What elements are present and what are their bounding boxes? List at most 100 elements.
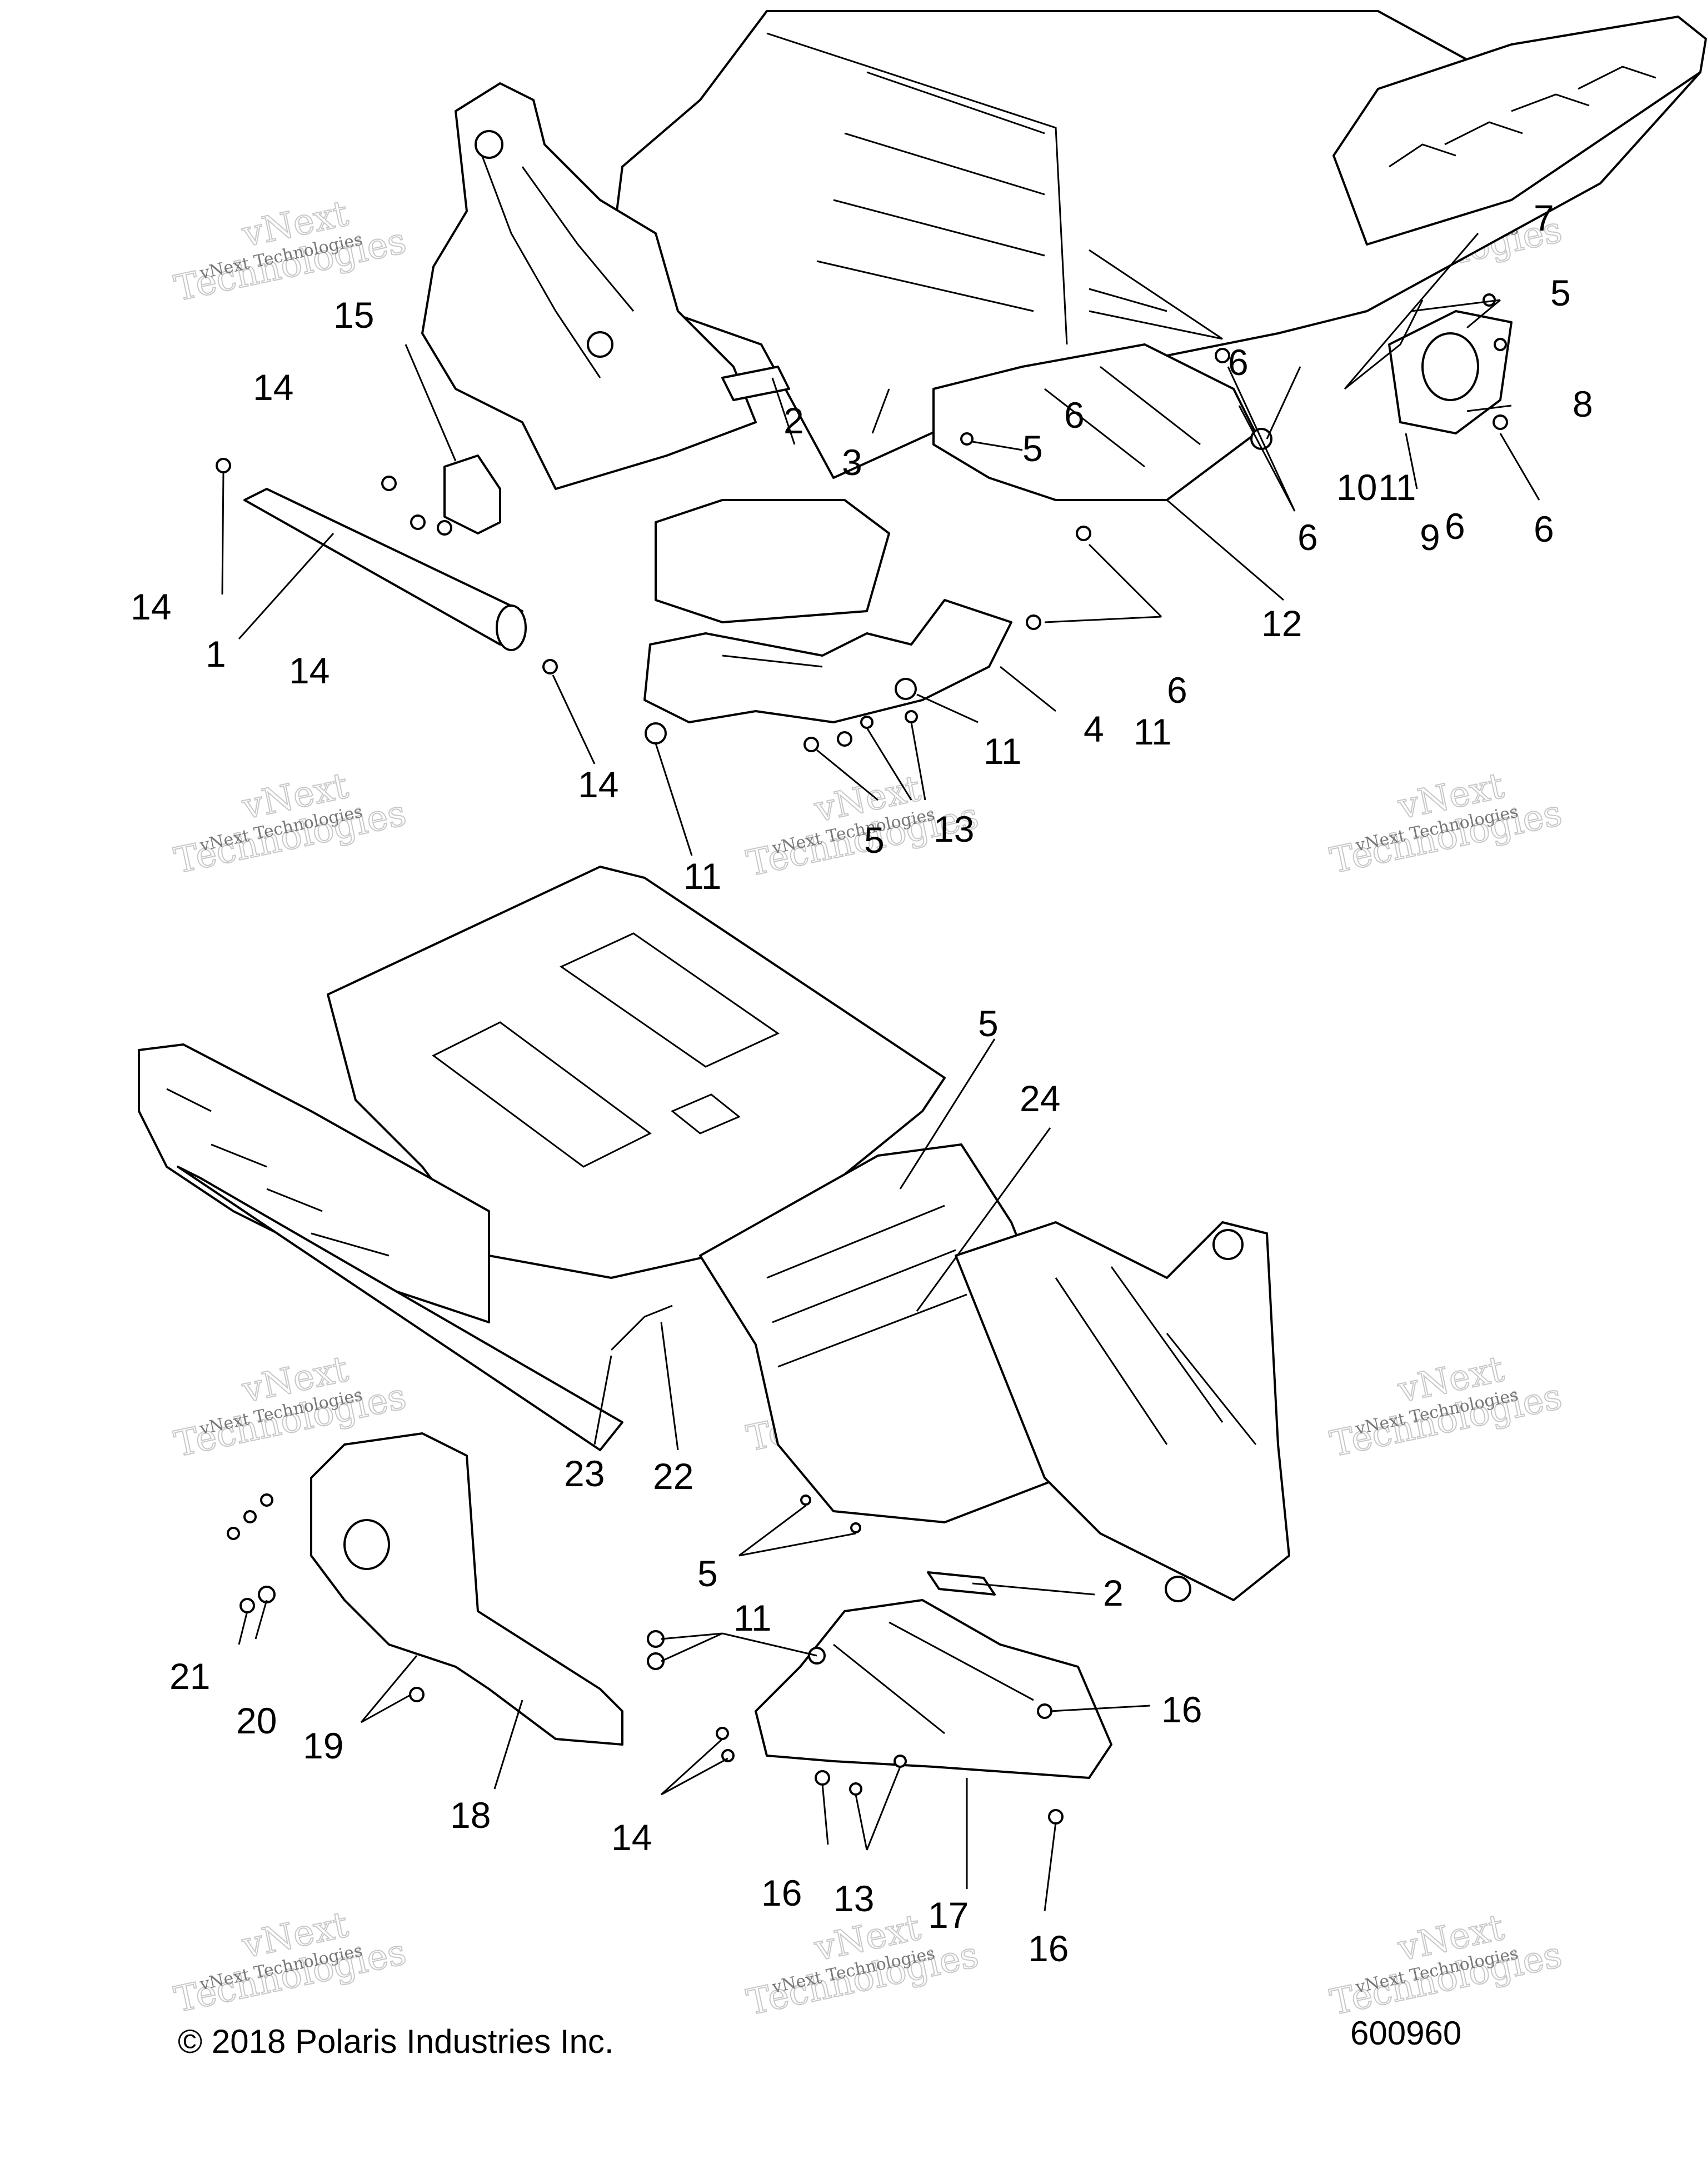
bottom-assembly: 2 5 5 11 13 14 16 16 16 17 18 19 20 21 2… <box>138 866 1290 1969</box>
callout-label: 5 <box>1550 272 1571 313</box>
callout-labels-bottom: 2 5 5 11 13 14 16 16 16 17 18 19 20 21 2… <box>169 1003 1202 1969</box>
callout-label: 5 <box>1022 428 1043 469</box>
bracket-rib <box>1055 1266 1257 1445</box>
bolt <box>905 710 918 723</box>
bolt <box>1076 526 1091 541</box>
bearing-bore <box>1421 332 1479 401</box>
chain-link <box>610 1305 673 1351</box>
callout-label: 11 <box>683 856 722 897</box>
callout-label: 11 <box>984 731 1022 772</box>
callout-labels-top: 1 2 3 4 5 5 5 6 6 6 6 6 6 7 8 9 10 11 11… <box>131 197 1593 897</box>
bolt <box>1215 348 1230 363</box>
callout-label: 21 <box>169 1656 210 1697</box>
callout-label: 19 <box>303 1725 343 1766</box>
callout-label: 11 <box>733 1597 772 1638</box>
copyright-text: © 2018 Polaris Industries Inc. <box>178 2023 614 2060</box>
bolt <box>815 1770 830 1786</box>
chaincase-bore <box>343 1519 390 1570</box>
leader-lines-bottom <box>238 1038 1151 1912</box>
watermark: Technologies vNext vNext Technologies <box>1326 1906 1566 2024</box>
callout-label: 22 <box>653 1456 693 1497</box>
bolt <box>1048 1809 1064 1825</box>
bulkhead-brace <box>766 1205 967 1368</box>
chain-link <box>1344 299 1424 390</box>
callout-label: 2 <box>783 400 804 441</box>
callout-label: 15 <box>333 294 374 336</box>
callout-label: 2 <box>1103 1572 1124 1613</box>
front-frame-right <box>955 1221 1290 1601</box>
tunnel-decal <box>671 1093 741 1135</box>
tunnel-decal <box>559 932 780 1068</box>
bulkhead-brace <box>477 144 635 378</box>
washer <box>258 1586 276 1603</box>
cross-tube <box>243 488 523 646</box>
callout-label: 5 <box>697 1553 718 1594</box>
callout-label: 14 <box>611 1817 652 1858</box>
nut <box>895 678 917 700</box>
bolt <box>1483 293 1496 307</box>
watermark: Technologies vNext vNext Technologies <box>1326 764 1566 882</box>
callout-label: 5 <box>978 1003 999 1044</box>
tunnel-decal <box>432 1021 652 1168</box>
bolt <box>894 1755 907 1768</box>
callout-label: 5 <box>864 819 885 861</box>
callout-label: 6 <box>1064 394 1085 436</box>
bolt <box>1037 1703 1052 1719</box>
callout-label: 7 <box>1534 197 1554 238</box>
callout-label: 11 <box>1134 711 1172 752</box>
top-assembly: 1 2 3 4 5 5 5 6 6 6 6 6 6 7 8 9 10 11 11… <box>131 10 1707 897</box>
bolt <box>721 1749 735 1762</box>
bolt <box>260 1493 273 1507</box>
callout-label: 13 <box>934 808 974 849</box>
fastener-group <box>216 293 1508 752</box>
callout-label: 8 <box>1573 383 1593 424</box>
callout-label: 16 <box>1028 1928 1069 1969</box>
bolt <box>216 458 231 473</box>
callout-label: 9 <box>1420 517 1440 558</box>
callout-label: 3 <box>842 442 862 483</box>
cross-tube-end <box>496 604 527 651</box>
bolt <box>850 1522 861 1533</box>
callout-label: 17 <box>928 1895 969 1936</box>
steering-bracket <box>443 454 501 534</box>
leader-lines-top <box>221 233 1540 856</box>
callout-label: 18 <box>450 1795 491 1836</box>
shock-mount <box>1212 1229 1244 1260</box>
callout-label: 16 <box>761 1872 802 1913</box>
callout-label: 10 <box>1336 467 1377 508</box>
bolt <box>410 514 426 530</box>
bolt <box>243 1510 257 1523</box>
callout-label: 14 <box>578 764 618 805</box>
callout-label: 6 <box>1445 506 1465 547</box>
callout-label: 6 <box>1228 342 1249 383</box>
chaincase <box>310 1432 623 1746</box>
callout-label: 23 <box>564 1453 605 1494</box>
figure-id: 600960 <box>1350 2015 1462 2052</box>
bracket-rib <box>1044 366 1201 468</box>
callout-label: 4 <box>1084 708 1104 749</box>
footrest-tread <box>1389 66 1656 168</box>
bolt <box>800 1495 811 1506</box>
callout-label: 14 <box>289 650 330 691</box>
nut <box>239 1598 255 1613</box>
bracket-rib <box>833 1621 1034 1735</box>
callout-label: 14 <box>253 367 293 408</box>
shock-mount <box>475 130 503 159</box>
nut <box>647 1630 665 1648</box>
bolt <box>409 1687 425 1702</box>
callout-label: 6 <box>1534 508 1554 549</box>
footrest-tread <box>166 1088 390 1257</box>
small-plate <box>721 366 790 401</box>
footrest-rail-left <box>138 1043 490 1323</box>
callout-label: 13 <box>833 1878 874 1919</box>
footrest-rail-right <box>1332 16 1707 246</box>
bolt <box>381 476 397 491</box>
bolt <box>860 716 874 729</box>
bolt <box>542 659 558 674</box>
front-bulkhead-top <box>421 82 757 490</box>
bolt <box>437 520 452 536</box>
chassis-panel-line <box>816 71 1045 312</box>
bolt <box>1494 338 1507 351</box>
bolt <box>1026 614 1041 630</box>
